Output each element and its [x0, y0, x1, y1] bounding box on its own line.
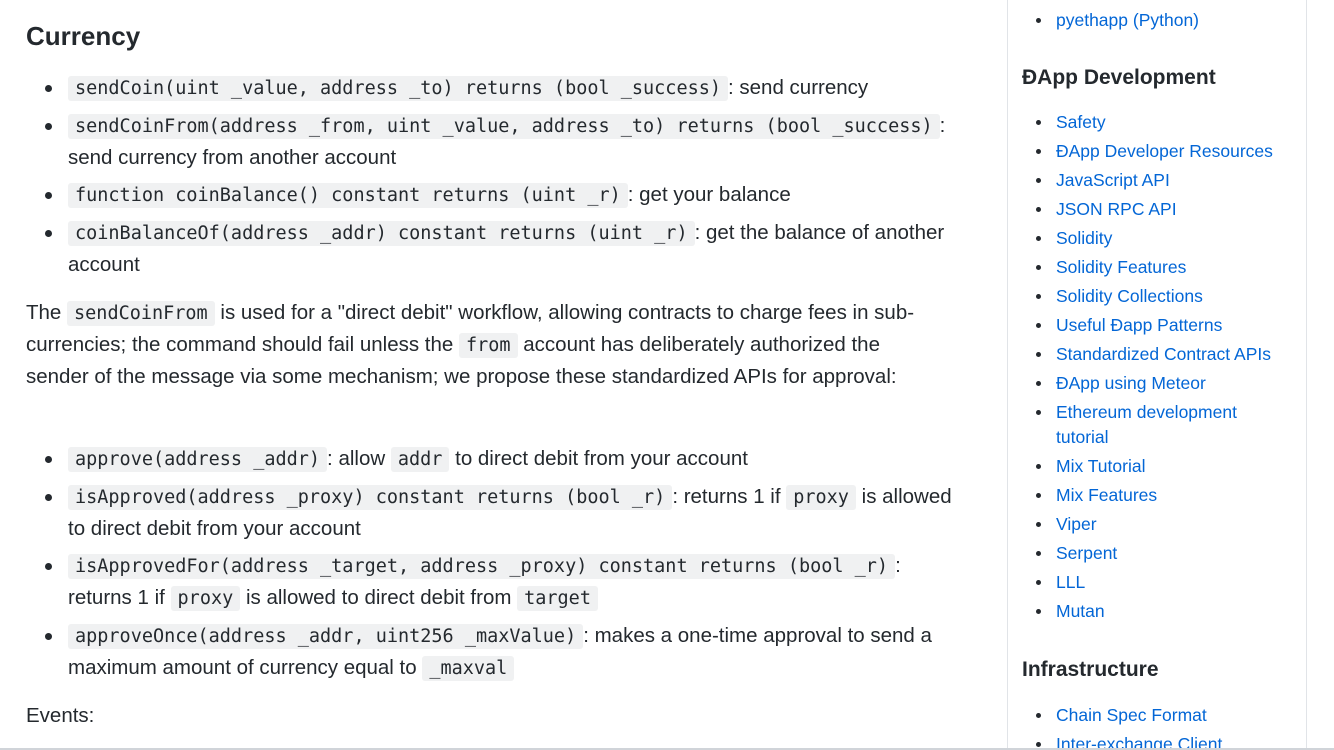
code-span: addr — [390, 447, 450, 472]
item-text: to direct debit from your account — [449, 447, 748, 470]
sidebar-item[interactable]: Viper — [1022, 512, 1292, 537]
sidebar-item[interactable]: JavaScript API — [1022, 168, 1292, 193]
sidebar-link[interactable]: Viper — [1056, 514, 1097, 534]
sidebar-item[interactable]: pyethapp (Python) — [1022, 8, 1292, 33]
sidebar-link[interactable]: Safety — [1056, 112, 1106, 132]
sidebar-item[interactable]: Mix Features — [1022, 483, 1292, 508]
sidebar-item[interactable]: Ethereum development tutorial — [1022, 400, 1292, 450]
sidebar-link[interactable]: Standardized Contract APIs — [1056, 344, 1271, 364]
sidebar-item[interactable]: Mix Tutorial — [1022, 454, 1292, 479]
item-text: : allow — [327, 447, 391, 470]
sidebar-link[interactable]: JSON RPC API — [1056, 199, 1177, 219]
currency-api-list: sendCoin(uint _value, address _to) retur… — [26, 72, 956, 286]
list-item: sendCoinFrom(address _from, uint _value,… — [26, 110, 956, 173]
sidebar-link[interactable]: Mix Features — [1056, 485, 1158, 505]
item-text: : makes a one-time approval to send a ma… — [68, 624, 932, 679]
code-span: sendCoinFrom — [67, 301, 215, 326]
sidebar-item[interactable]: Standardized Contract APIs — [1022, 342, 1292, 367]
code-span: proxy — [170, 586, 241, 611]
sidebar-link[interactable]: Useful Ðapp Patterns — [1056, 315, 1223, 335]
sidebar-item[interactable]: Inter-exchange Client — [1022, 732, 1292, 750]
sidebar-nav: pyethapp (Python) ĐApp Development Safet… — [1007, 0, 1307, 750]
code-span: function coinBalance() constant returns … — [68, 183, 628, 208]
code-span: approve(address _addr) — [68, 447, 328, 472]
sidebar-link[interactable]: Mutan — [1056, 601, 1105, 621]
sidebar-link[interactable]: JavaScript API — [1056, 170, 1170, 190]
code-span: proxy — [786, 485, 856, 510]
sidebar-dapp-list: Safety ĐApp Developer Resources JavaScri… — [1022, 110, 1292, 628]
item-text: : send currency — [728, 76, 869, 99]
sidebar-item[interactable]: Solidity Features — [1022, 255, 1292, 280]
list-item: function coinBalance() constant returns … — [26, 179, 956, 211]
code-span: target — [517, 586, 598, 611]
sidebar-top-list: pyethapp (Python) — [1022, 8, 1292, 37]
list-item: sendCoin(uint _value, address _to) retur… — [26, 72, 956, 104]
events-label: Events: — [26, 704, 95, 727]
item-text: is allowed to direct debit from your acc… — [68, 485, 952, 540]
sidebar-heading-infrastructure: Infrastructure — [1022, 658, 1159, 681]
sidebar-item[interactable]: ĐApp using Meteor — [1022, 371, 1292, 396]
code-span: coinBalanceOf(address _addr) constant re… — [68, 221, 695, 246]
sidebar-link[interactable]: Solidity Features — [1056, 257, 1187, 277]
para-text: The — [26, 301, 68, 324]
sidebar-link[interactable]: Chain Spec Format — [1056, 705, 1207, 725]
sidebar-item[interactable]: Safety — [1022, 110, 1292, 135]
sidebar-item[interactable]: Solidity — [1022, 226, 1292, 251]
sidebar-link[interactable]: Ethereum development tutorial — [1056, 402, 1237, 447]
list-item: coinBalanceOf(address _addr) constant re… — [26, 217, 956, 280]
sidebar-item[interactable]: Chain Spec Format — [1022, 703, 1292, 728]
list-item: isApproved(address _proxy) constant retu… — [26, 481, 956, 544]
code-span: sendCoin(uint _value, address _to) retur… — [68, 76, 729, 101]
para-text: is used for a "direct debit" workflow, a… — [26, 301, 915, 356]
sidebar-link-pyethapp[interactable]: pyethapp (Python) — [1056, 10, 1200, 30]
code-span: _maxval — [422, 656, 515, 681]
approval-api-list: approve(address _addr): allow addr to di… — [26, 443, 956, 690]
sidebar-link[interactable]: LLL — [1056, 572, 1086, 592]
section-heading: Currency — [26, 21, 141, 51]
sidebar-item[interactable]: Solidity Collections — [1022, 284, 1292, 309]
sidebar-link[interactable]: Mix Tutorial — [1056, 456, 1146, 476]
item-text: : returns 1 if — [672, 485, 787, 508]
code-span: isApprovedFor(address _target, address _… — [68, 554, 896, 579]
sidebar-link[interactable]: ĐApp using Meteor — [1056, 373, 1206, 393]
sidebar-link[interactable]: Inter-exchange Client — [1056, 734, 1223, 750]
sidebar-item[interactable]: Serpent — [1022, 541, 1292, 566]
item-text: : send currency from another account — [68, 114, 946, 169]
list-item: approveOnce(address _addr, uint256 _maxV… — [26, 620, 956, 684]
sidebar-item[interactable]: Mutan — [1022, 599, 1292, 624]
code-span: isApproved(address _proxy) constant retu… — [68, 485, 673, 510]
code-span: sendCoinFrom(address _from, uint _value,… — [68, 114, 940, 139]
list-item: approve(address _addr): allow addr to di… — [26, 443, 956, 475]
item-text: is allowed to direct debit from — [240, 586, 518, 609]
bottom-divider — [0, 748, 1334, 750]
sidebar-link[interactable]: Solidity Collections — [1056, 286, 1203, 306]
code-span: from — [459, 333, 518, 358]
sidebar-item[interactable]: Useful Ðapp Patterns — [1022, 313, 1292, 338]
sidebar-item[interactable]: JSON RPC API — [1022, 197, 1292, 222]
para-text: account has deliberately authorized the … — [26, 333, 897, 388]
sidebar-link[interactable]: Serpent — [1056, 543, 1118, 563]
item-text: : get your balance — [627, 183, 791, 206]
debit-paragraph: The sendCoinFrom is used for a "direct d… — [26, 297, 946, 392]
item-text: : get the balance of another account — [68, 221, 945, 276]
sidebar-link[interactable]: Solidity — [1056, 228, 1113, 248]
code-span: approveOnce(address _addr, uint256 _maxV… — [68, 624, 584, 649]
list-item: isApprovedFor(address _target, address _… — [26, 550, 956, 614]
sidebar-item[interactable]: ĐApp Developer Resources — [1022, 139, 1292, 164]
sidebar-heading-dapp: ĐApp Development — [1022, 66, 1216, 89]
item-text: : returns 1 if — [68, 554, 901, 609]
sidebar-link[interactable]: ĐApp Developer Resources — [1056, 141, 1273, 161]
sidebar-infra-list: Chain Spec Format Inter-exchange Client — [1022, 703, 1292, 750]
sidebar-item[interactable]: LLL — [1022, 570, 1292, 595]
